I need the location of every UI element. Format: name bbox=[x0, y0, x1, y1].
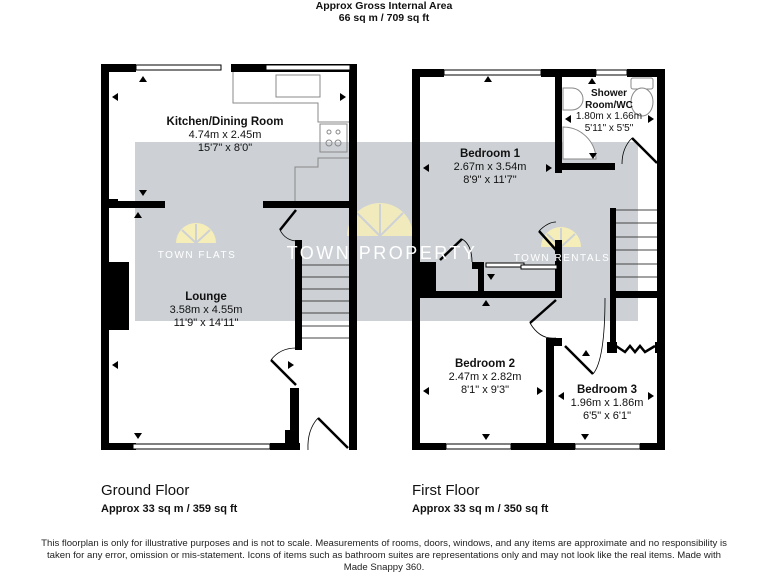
room-metric: 3.58m x 4.55m bbox=[169, 304, 243, 316]
disclaimer: This floorplan is only for illustrative … bbox=[41, 538, 727, 573]
room-name-line1: Shower bbox=[590, 88, 628, 99]
room-label-bedroom-1: Bedroom 1 2.67m x 3.54m 8'9" x 11'7" bbox=[454, 148, 527, 187]
room-name: Lounge bbox=[185, 291, 227, 303]
first-floor-doors bbox=[439, 137, 658, 375]
room-imperial: 8'1" x 9'3" bbox=[460, 384, 510, 396]
room-imperial: 11'9" x 14'11" bbox=[173, 317, 239, 329]
room-label-bedroom-3: Bedroom 3 1.96m x 1.86m 6'5" x 6'1" bbox=[571, 384, 644, 423]
room-label-shower-room: Shower Room/WC 1.80m x 1.66m 5'11" x 5'5… bbox=[576, 88, 642, 134]
room-metric: 2.67m x 3.54m bbox=[453, 161, 527, 173]
gross-area-title: Approx Gross Internal Area bbox=[315, 0, 453, 12]
room-label-bedroom-2: Bedroom 2 2.47m x 2.82m 8'1" x 9'3" bbox=[449, 358, 522, 397]
ground-floor-area: Approx 33 sq m / 359 sq ft bbox=[101, 503, 238, 515]
first-floor-label: First Floor bbox=[412, 482, 480, 499]
ground-floor-stairs bbox=[302, 264, 349, 339]
gross-area-header: Approx Gross Internal Area 66 sq m / 709… bbox=[0, 0, 768, 24]
room-imperial: 8'9" x 11'7" bbox=[463, 174, 517, 186]
room-imperial: 6'5" x 6'1" bbox=[582, 410, 632, 422]
room-name: Kitchen/Dining Room bbox=[166, 116, 284, 128]
ground-floor-doors bbox=[270, 209, 349, 449]
room-label-kitchen-dining: Kitchen/Dining Room 4.74m x 2.45m 15'7" … bbox=[167, 116, 284, 155]
gross-area-value: 66 sq m / 709 sq ft bbox=[338, 12, 430, 24]
room-metric: 1.80m x 1.66m bbox=[575, 111, 643, 122]
room-metric: 2.47m x 2.82m bbox=[448, 371, 522, 383]
dimension-arrows bbox=[112, 76, 654, 440]
room-metric: 1.96m x 1.86m bbox=[570, 397, 644, 409]
kitchen-worktop bbox=[232, 72, 349, 201]
room-imperial: 5'11" x 5'5" bbox=[584, 122, 634, 134]
room-name: Bedroom 1 bbox=[459, 148, 521, 160]
room-name: Bedroom 2 bbox=[454, 358, 516, 370]
first-floor-stairs bbox=[616, 209, 657, 278]
watermark-town-rentals: TOWN RENTALS bbox=[513, 253, 611, 264]
watermark-town-flats: TOWN FLATS bbox=[157, 250, 237, 261]
room-imperial: 15'7" x 8'0" bbox=[197, 142, 253, 154]
room-metric: 4.74m x 2.45m bbox=[188, 129, 262, 141]
bathroom-fixtures bbox=[562, 77, 654, 160]
ground-floor-windows bbox=[132, 64, 351, 450]
ground-floor-label: Ground Floor bbox=[101, 482, 190, 499]
first-floor-windows bbox=[443, 69, 641, 450]
first-floor-plan bbox=[412, 69, 665, 450]
first-floor-area: Approx 33 sq m / 350 sq ft bbox=[412, 503, 549, 515]
room-label-lounge: Lounge 3.58m x 4.55m 11'9" x 14'11" bbox=[170, 291, 243, 330]
room-name: Bedroom 3 bbox=[576, 384, 638, 396]
watermark-town-property: TOWN PROPERTY bbox=[286, 243, 478, 263]
room-name-line2: Room/WC bbox=[585, 99, 633, 111]
